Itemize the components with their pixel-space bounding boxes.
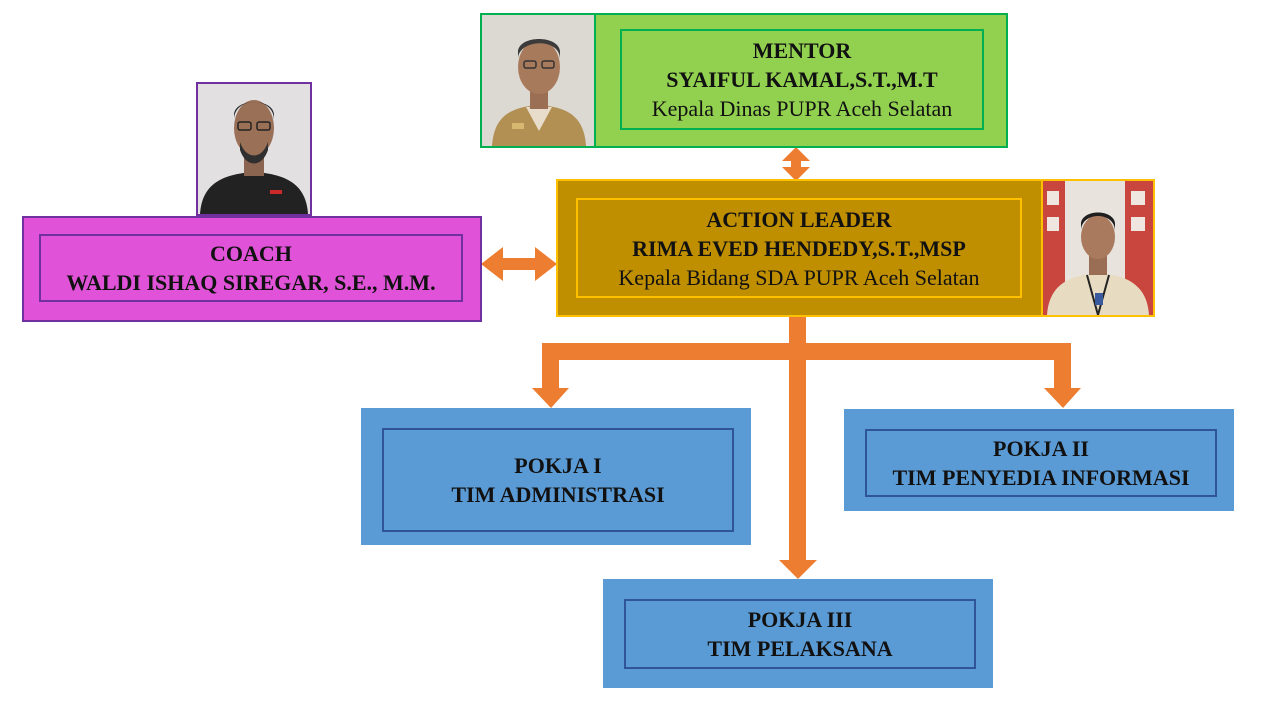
pokja2-label: POKJA II — [993, 436, 1089, 461]
action-leader-photo — [1041, 181, 1153, 315]
action-leader-name: RIMA EVED HENDEDY,S.T.,MSP — [632, 235, 966, 261]
coach-box: COACH WALDI ISHAQ SIREGAR, S.E., M.M. — [22, 216, 482, 322]
action-leader-box: ACTION LEADER RIMA EVED HENDEDY,S.T.,MSP… — [556, 179, 1155, 317]
pokja1-label: POKJA I — [514, 453, 602, 478]
mentor-role: MENTOR — [752, 38, 852, 63]
coach-inner-box: COACH WALDI ISHAQ SIREGAR, S.E., M.M. — [39, 234, 463, 302]
pokja1-box: POKJA I TIM ADMINISTRASI — [361, 408, 751, 545]
action-leader-inner-box: ACTION LEADER RIMA EVED HENDEDY,S.T.,MSP… — [576, 198, 1022, 298]
mentor-photo — [482, 15, 596, 146]
action-leader-role: ACTION LEADER — [706, 206, 892, 232]
pokja1-inner-box: POKJA I TIM ADMINISTRASI — [382, 428, 734, 532]
pokja2-box: POKJA II TIM PENYEDIA INFORMASI — [844, 409, 1234, 511]
mentor-name: SYAIFUL KAMAL,S.T.,M.T — [666, 67, 938, 92]
pokja3-label: POKJA III — [747, 607, 853, 632]
pokja1-team: TIM ADMINISTRASI — [451, 482, 665, 507]
pokja3-team: TIM PELAKSANA — [707, 636, 893, 661]
pokja3-inner-box: POKJA III TIM PELAKSANA — [624, 599, 976, 669]
coach-leader-arrow — [481, 247, 557, 281]
mentor-title: Kepala Dinas PUPR Aceh Selatan — [651, 96, 953, 121]
mentor-inner-box: MENTOR SYAIFUL KAMAL,S.T.,M.T Kepala Din… — [620, 29, 984, 130]
pokja3-box: POKJA III TIM PELAKSANA — [603, 579, 993, 688]
leader-pokja-tree-arrow — [532, 316, 1081, 579]
mentor-leader-arrow — [782, 147, 810, 181]
coach-role: COACH — [210, 241, 292, 266]
mentor-box: MENTOR SYAIFUL KAMAL,S.T.,M.T Kepala Din… — [480, 13, 1008, 148]
coach-photo — [196, 82, 312, 216]
action-leader-title: Kepala Bidang SDA PUPR Aceh Selatan — [618, 264, 980, 290]
pokja2-inner-box: POKJA II TIM PENYEDIA INFORMASI — [865, 429, 1217, 497]
coach-name: WALDI ISHAQ SIREGAR, S.E., M.M. — [66, 270, 436, 295]
pokja2-team: TIM PENYEDIA INFORMASI — [892, 465, 1190, 490]
